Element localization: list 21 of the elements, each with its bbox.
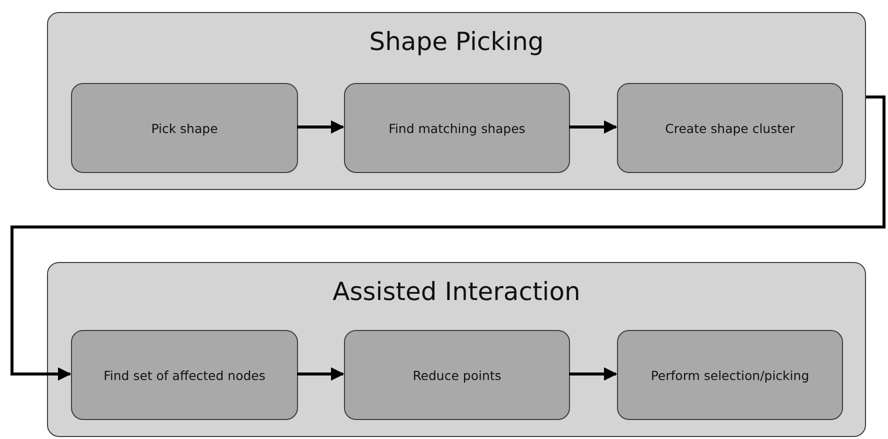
- group-title: Shape Picking: [368, 27, 545, 56]
- process-box: [344, 83, 570, 173]
- step-label: Reduce points: [412, 368, 502, 382]
- step-label: Find set of affected nodes: [102, 368, 266, 382]
- arrow: [569, 120, 618, 134]
- group-panel: [47, 262, 866, 437]
- step-label: Create shape cluster: [664, 120, 796, 136]
- arrow: [10, 96, 886, 381]
- process-box: [71, 330, 298, 420]
- group-panel: [47, 12, 866, 190]
- process-box: [71, 83, 298, 173]
- step-label: Perform selection/picking: [650, 368, 810, 382]
- process-box: [344, 330, 570, 420]
- group-title: Assisted Interaction: [332, 277, 582, 306]
- arrow: [297, 367, 344, 381]
- arrow: [297, 120, 344, 134]
- arrow: [569, 367, 618, 381]
- step-label: Find matching shapes: [388, 120, 526, 136]
- step-label: Pick shape: [150, 120, 219, 136]
- process-box: [617, 83, 843, 173]
- process-box: [617, 330, 843, 420]
